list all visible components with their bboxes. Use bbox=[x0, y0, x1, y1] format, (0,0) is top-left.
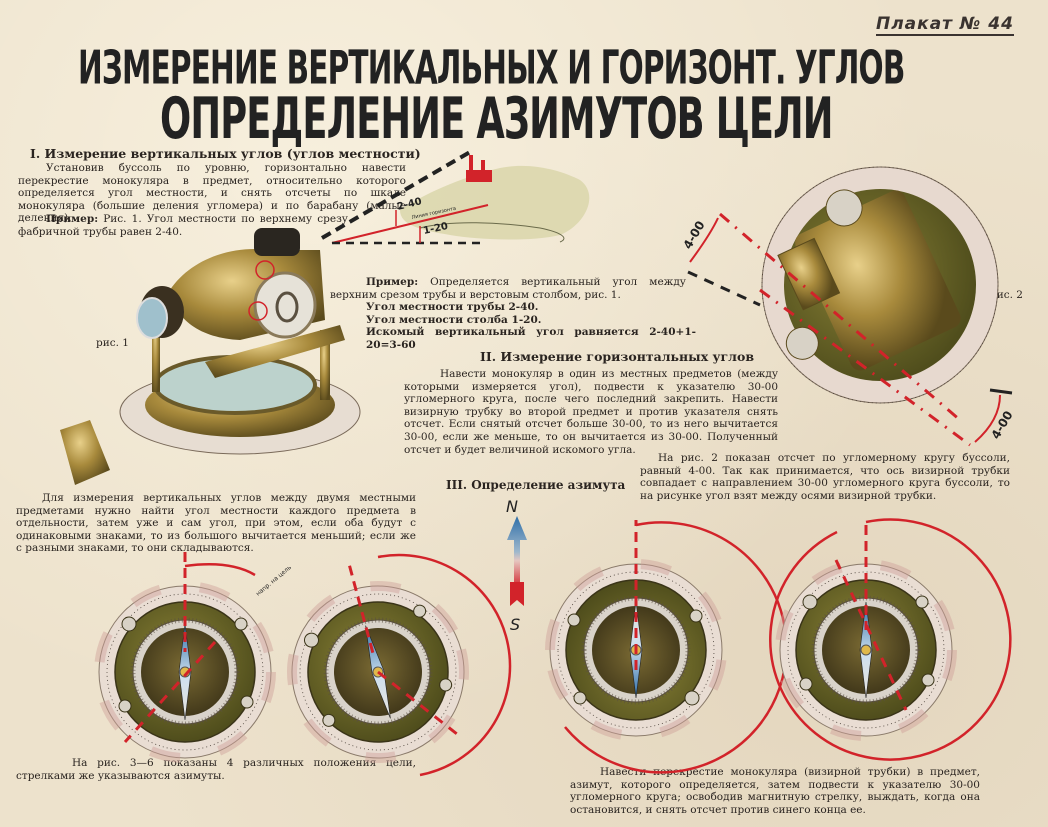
caption-left-text: На рис. 3—6 показаны 4 различных положен… bbox=[16, 757, 416, 782]
compass-fig3 bbox=[99, 552, 271, 758]
section1-example: Пример: Рис. 1. Угол местности по верхне… bbox=[18, 213, 348, 238]
poster-title-line2: ОПРЕДЕЛЕНИЕ АЗИМУТОВ ЦЕЛИ bbox=[160, 86, 834, 153]
south-label: S bbox=[510, 615, 520, 634]
caption-left: На рис. 3—6 показаны 4 различных положен… bbox=[16, 757, 416, 782]
fig2-text: На рис. 2 показан отсчет по угломерному … bbox=[640, 452, 1010, 502]
section1-note: Для измерения вертикальных углов между д… bbox=[16, 492, 416, 555]
section1-paragraph: Установив буссоль по уровню, горизонталь… bbox=[18, 162, 406, 225]
azimuth-arrow-fig4 bbox=[377, 553, 512, 777]
north-label: N bbox=[506, 497, 518, 516]
arrow-icon bbox=[507, 516, 527, 588]
example2-text: Определяется вертикальный угол между вер… bbox=[330, 276, 686, 301]
angle-label-lower: 1-20 bbox=[422, 221, 449, 237]
section3-heading: III. Определение азимута bbox=[446, 478, 626, 492]
compass-fig4 bbox=[266, 543, 483, 777]
section2-paragraph: Навести монокуляр в один из местных пред… bbox=[404, 368, 778, 456]
poster-title-line1: ИЗМЕРЕНИЕ ВЕРТИКАЛЬНЫХ И ГОРИЗОНТ. УГЛОВ bbox=[78, 42, 905, 95]
landscape-diagram: 2-40 1-20 Линия горизонта bbox=[320, 150, 590, 245]
example-label: Пример: bbox=[46, 213, 99, 225]
target-direction-label: напр. на цель bbox=[255, 564, 293, 598]
section1-example2: Пример: Определяется вертикальный угол м… bbox=[330, 276, 686, 301]
poster-number: Плакат № 44 bbox=[876, 14, 1014, 36]
example2-line: Искомый вертикальный угол равняется 2-40… bbox=[366, 326, 696, 351]
monocular-instrument-illustration bbox=[60, 228, 361, 485]
section2-paragraph-text: Навести монокуляр в один из местных пред… bbox=[404, 368, 778, 456]
fig1-label: рис. 1 bbox=[96, 337, 129, 349]
example2-label: Пример: bbox=[366, 276, 419, 288]
angle-label-4-00-bottom: 4-00 bbox=[988, 408, 1015, 441]
azimuth-arrow-fig6 bbox=[769, 518, 1012, 761]
section1-note-text: Для измерения вертикальных углов между д… bbox=[16, 492, 416, 555]
example2-line: Угол местности столба 1-20. bbox=[366, 313, 542, 326]
angle-label-4-00-top: 4-00 bbox=[680, 218, 707, 251]
azimuth-arrow-fig5 bbox=[564, 521, 788, 774]
example2-lines: Угол местности трубы 2-40. Угол местност… bbox=[366, 301, 696, 351]
azimuth-arrow-fig3 bbox=[184, 563, 256, 577]
section1-paragraph-text: Установив буссоль по уровню, горизонталь… bbox=[18, 162, 406, 225]
factory-icon bbox=[466, 170, 492, 182]
example2-line: Угол местности трубы 2-40. bbox=[366, 301, 539, 313]
fig2-text-content: На рис. 2 показан отсчет по угломерному … bbox=[640, 452, 1010, 502]
section2-heading: II. Измерение горизонтальных углов bbox=[480, 349, 755, 364]
compass-fig6 bbox=[780, 525, 952, 736]
north-south-arrow: N S bbox=[506, 497, 527, 634]
section1-heading: I. Измерение вертикальных углов (углов м… bbox=[30, 146, 421, 161]
fig2-compass-top-view bbox=[761, 166, 999, 404]
example-text: Рис. 1. Угол местности по верхнему срезу… bbox=[18, 213, 348, 238]
compass-fig5 bbox=[550, 520, 722, 736]
